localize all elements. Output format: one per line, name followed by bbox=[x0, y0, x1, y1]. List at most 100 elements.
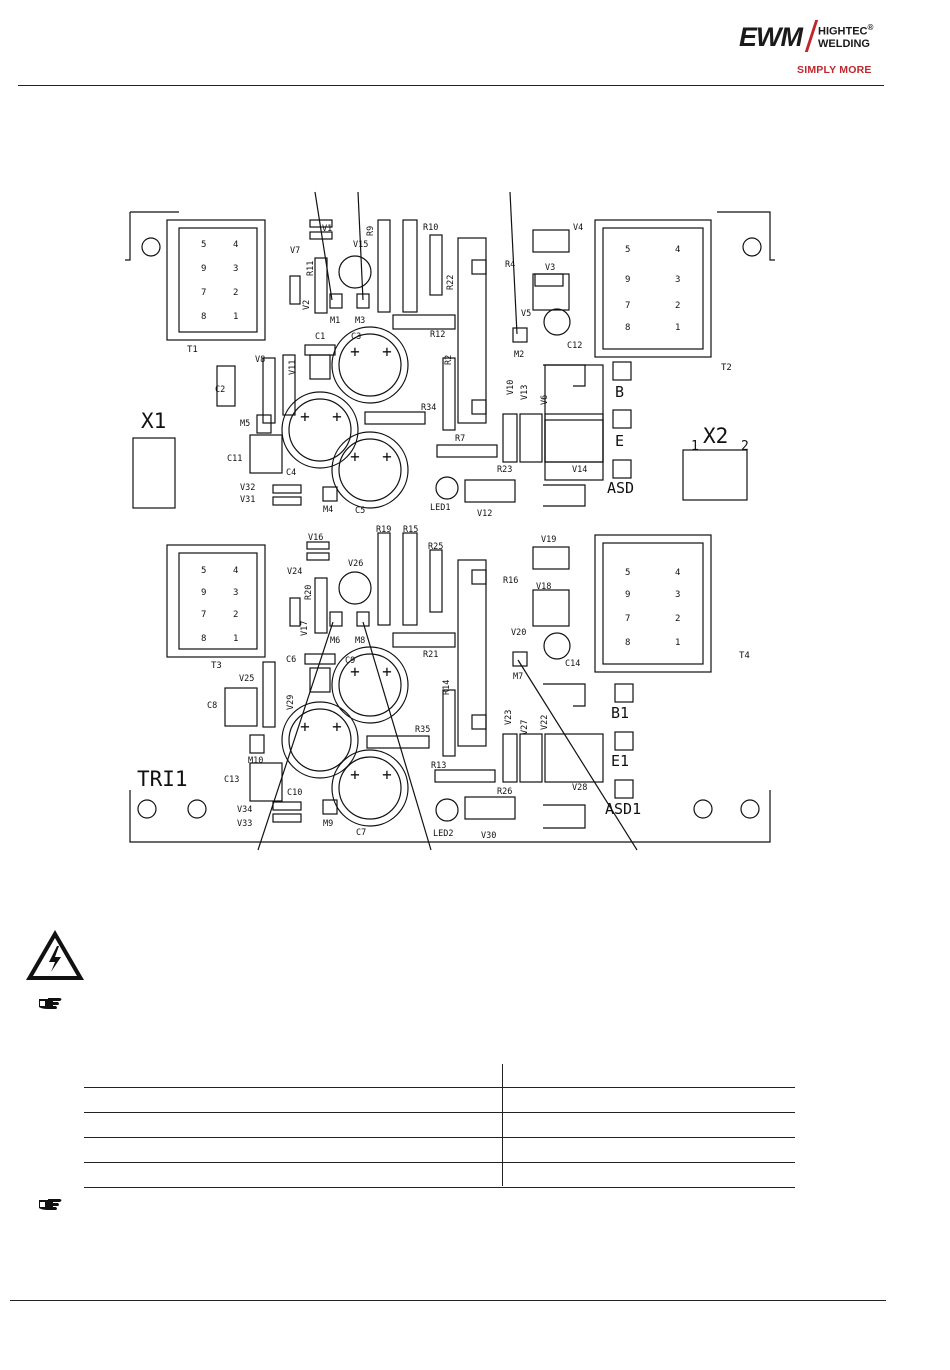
component-label: C7 bbox=[356, 828, 366, 838]
component-label: R13 bbox=[431, 761, 446, 771]
component-label: 8 bbox=[201, 312, 206, 322]
component-label: V11 bbox=[288, 360, 298, 375]
component-label: R14 bbox=[442, 680, 452, 695]
component-label: 2 bbox=[675, 301, 680, 311]
component-label: 8 bbox=[201, 634, 206, 644]
component-label: M7 bbox=[513, 672, 523, 682]
capacitor-polarity-mark: + bbox=[350, 342, 360, 361]
pad-e: E bbox=[615, 432, 624, 450]
component-label: C1 bbox=[315, 332, 325, 342]
component-label: R19 bbox=[376, 525, 391, 535]
capacitor-polarity-mark: + bbox=[382, 662, 392, 681]
component-label: 3 bbox=[675, 275, 680, 285]
component-label: C12 bbox=[567, 341, 582, 351]
table-row bbox=[84, 1088, 795, 1113]
component-label: R15 bbox=[403, 525, 418, 535]
component-label: M3 bbox=[355, 316, 365, 326]
component-label: M8 bbox=[355, 636, 365, 646]
component-label: V16 bbox=[308, 533, 323, 543]
component-label: 5 bbox=[625, 245, 630, 255]
component-label: R26 bbox=[497, 787, 512, 797]
capacitor-polarity-mark: + bbox=[382, 447, 392, 466]
component-label: R16 bbox=[503, 576, 518, 586]
table-row bbox=[84, 1113, 795, 1138]
component-label: C4 bbox=[286, 468, 296, 478]
component-label: 7 bbox=[625, 614, 630, 624]
component-label: V31 bbox=[240, 495, 255, 505]
component-label: 1 bbox=[233, 312, 238, 322]
component-label: V13 bbox=[520, 385, 530, 400]
component-label: T3 bbox=[211, 661, 222, 671]
component-label: R7 bbox=[455, 434, 465, 444]
component-label: T4 bbox=[739, 651, 750, 661]
high-voltage-warning-icon bbox=[26, 930, 84, 980]
component-label: V24 bbox=[287, 567, 302, 577]
component-label: V14 bbox=[572, 465, 587, 475]
pad-b: B bbox=[615, 383, 624, 401]
component-label: V26 bbox=[348, 559, 363, 569]
component-label: 1 bbox=[675, 323, 680, 333]
component-label: T1 bbox=[187, 345, 198, 355]
component-label: 3 bbox=[675, 590, 680, 600]
component-label: V29 bbox=[286, 695, 296, 710]
pad-asd: ASD bbox=[607, 479, 634, 497]
logo-subtitle: HIGHTEC® WELDING bbox=[818, 23, 874, 50]
table-row bbox=[84, 1163, 795, 1188]
capacitor-polarity-mark: + bbox=[332, 407, 342, 426]
logo-brand: EWM bbox=[739, 22, 803, 52]
component-label: V34 bbox=[237, 805, 252, 815]
component-label: V25 bbox=[239, 674, 254, 684]
component-label: V7 bbox=[290, 246, 300, 256]
component-label: M2 bbox=[514, 350, 524, 360]
component-label: 4 bbox=[233, 240, 238, 250]
component-label: R35 bbox=[415, 725, 430, 735]
component-label: R11 bbox=[306, 261, 316, 276]
component-label: 2 bbox=[675, 614, 680, 624]
component-label: R20 bbox=[304, 585, 314, 600]
header-rule bbox=[18, 85, 884, 86]
component-label: R22 bbox=[446, 275, 456, 290]
component-label: 1 bbox=[233, 634, 238, 644]
component-label: V30 bbox=[481, 831, 496, 841]
component-label: 3 bbox=[233, 588, 238, 598]
component-label: V17 bbox=[300, 621, 310, 636]
component-label: 5 bbox=[201, 240, 206, 250]
capacitor-polarity-mark: + bbox=[350, 447, 360, 466]
label-tri1: TRI1 bbox=[137, 767, 188, 791]
component-label: 5 bbox=[201, 566, 206, 576]
component-label: 8 bbox=[625, 638, 630, 648]
component-label: 7 bbox=[201, 288, 206, 298]
component-label: 9 bbox=[201, 264, 206, 274]
component-label: V3 bbox=[545, 263, 555, 273]
component-label: R2 bbox=[444, 355, 454, 365]
pad-b1: B1 bbox=[611, 704, 629, 722]
component-label: V28 bbox=[572, 783, 587, 793]
component-label: 2 bbox=[233, 610, 238, 620]
capacitor-polarity-mark: + bbox=[332, 717, 342, 736]
component-label: 1 bbox=[691, 439, 699, 454]
component-label: T2 bbox=[721, 363, 732, 373]
component-label: V33 bbox=[237, 819, 252, 829]
component-label: M1 bbox=[330, 316, 340, 326]
component-label: C13 bbox=[224, 775, 239, 785]
capacitor-polarity-mark: + bbox=[350, 662, 360, 681]
component-label: 4 bbox=[675, 568, 680, 578]
parts-table bbox=[84, 1064, 795, 1188]
table-column-divider bbox=[502, 1064, 503, 1186]
component-label: M5 bbox=[240, 419, 250, 429]
component-label: V6 bbox=[540, 395, 550, 405]
component-label: R23 bbox=[497, 465, 512, 475]
component-label: 3 bbox=[233, 264, 238, 274]
pcb-layout-diagram: ++ ++ ++ ++ ++ ++ 54 93 72 81 54 93 72 8… bbox=[125, 191, 775, 851]
component-label: V32 bbox=[240, 483, 255, 493]
label-x2: X2 bbox=[703, 424, 728, 448]
component-label: R10 bbox=[423, 223, 438, 233]
component-label: C3 bbox=[351, 332, 361, 342]
component-label: 4 bbox=[233, 566, 238, 576]
component-label: R25 bbox=[428, 542, 443, 552]
component-label: 9 bbox=[625, 275, 630, 285]
component-label: R21 bbox=[423, 650, 438, 660]
component-label: 9 bbox=[201, 588, 206, 598]
pointing-hand-icon bbox=[38, 997, 64, 1011]
pointing-hand-icon bbox=[38, 1198, 64, 1212]
